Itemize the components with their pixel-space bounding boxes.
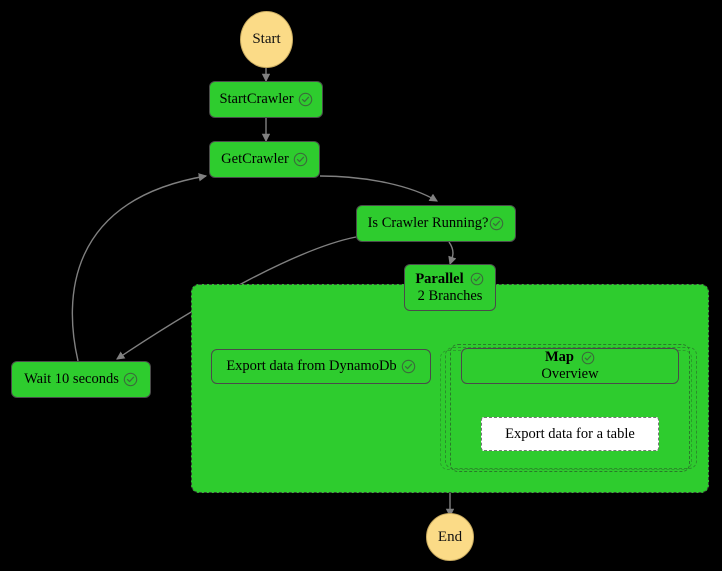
state-node-is-crawler-running[interactable]: Is Crawler Running? — [356, 205, 516, 242]
state-node-export-data-for-a-table[interactable]: Export data for a table — [481, 417, 659, 451]
end-node[interactable]: End — [426, 513, 474, 561]
parallel-title-row: Parallel — [415, 271, 484, 288]
check-circle-icon — [401, 359, 416, 374]
map-stack-frame-mid — [445, 347, 697, 469]
state-node-map[interactable]: Map Overview — [461, 348, 679, 384]
state-node-wait-10-seconds[interactable]: Wait 10 seconds — [11, 361, 151, 398]
wait-10-seconds-label: Wait 10 seconds — [24, 371, 119, 387]
getcrawler-label: GetCrawler — [221, 151, 289, 167]
state-node-startcrawler[interactable]: StartCrawler — [209, 81, 323, 118]
edge-wait-to-getcrawler — [71, 173, 208, 362]
parallel-sublabel: 2 Branches — [417, 287, 483, 304]
check-circle-icon — [489, 216, 504, 231]
check-circle-icon — [123, 372, 138, 387]
start-node-label: Start — [252, 31, 281, 47]
start-node[interactable]: Start — [240, 11, 293, 68]
map-iteration-frame[interactable] — [450, 344, 690, 472]
map-title-row: Map — [545, 349, 595, 366]
edge-iscrawlerrunning-to-parallel — [448, 241, 457, 266]
check-circle-icon — [470, 272, 485, 287]
state-node-parallel[interactable]: Parallel 2 Branches — [404, 264, 496, 311]
is-crawler-running-label: Is Crawler Running? — [367, 215, 489, 231]
state-node-getcrawler[interactable]: GetCrawler — [209, 141, 320, 178]
map-label: Map — [545, 349, 574, 366]
end-node-label: End — [437, 528, 463, 545]
map-sublabel: Overview — [541, 366, 599, 382]
parallel-label: Parallel — [415, 270, 464, 287]
check-circle-icon — [580, 350, 595, 365]
startcrawler-label: StartCrawler — [219, 91, 294, 107]
export-dynamodb-label: Export data from DynamoDb — [226, 358, 397, 374]
state-node-export-data-from-dynamodb[interactable]: Export data from DynamoDb — [211, 349, 431, 384]
check-circle-icon — [293, 152, 308, 167]
check-circle-icon — [298, 92, 313, 107]
export-table-label: Export data for a table — [505, 425, 635, 442]
edge-getcrawler-to-iscrawlerrunning — [319, 175, 438, 202]
